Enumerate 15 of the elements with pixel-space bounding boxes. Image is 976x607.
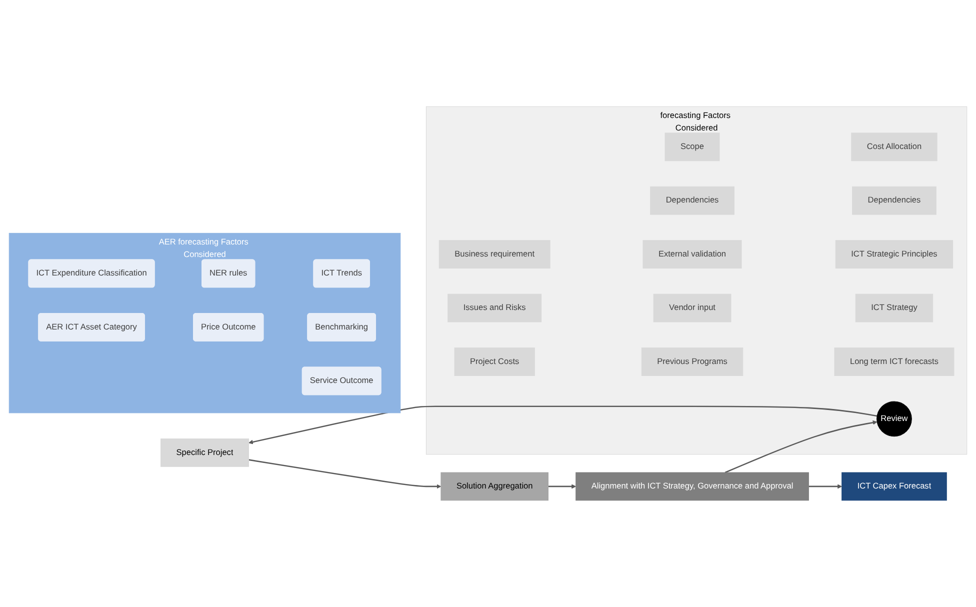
node-box: ICT Strategic Principles [835, 240, 954, 269]
arrow [808, 484, 842, 489]
node-box: Business requirement [438, 240, 550, 269]
arrow [724, 420, 878, 474]
node-box: Specific Project [160, 438, 249, 467]
node-box: Dependencies [852, 186, 936, 215]
node-circle: Review [876, 401, 912, 437]
node-box: Solution Aggregation [440, 472, 548, 501]
arrow [548, 484, 576, 489]
arrow [248, 459, 442, 489]
node-box: Alignment with ICT Strategy, Governance and Approval [576, 472, 809, 501]
node-box: External validation [642, 240, 742, 269]
node-box: Project Costs [454, 348, 535, 376]
arrow [248, 406, 878, 444]
node-box: ICT Capex Forecast [842, 472, 947, 501]
